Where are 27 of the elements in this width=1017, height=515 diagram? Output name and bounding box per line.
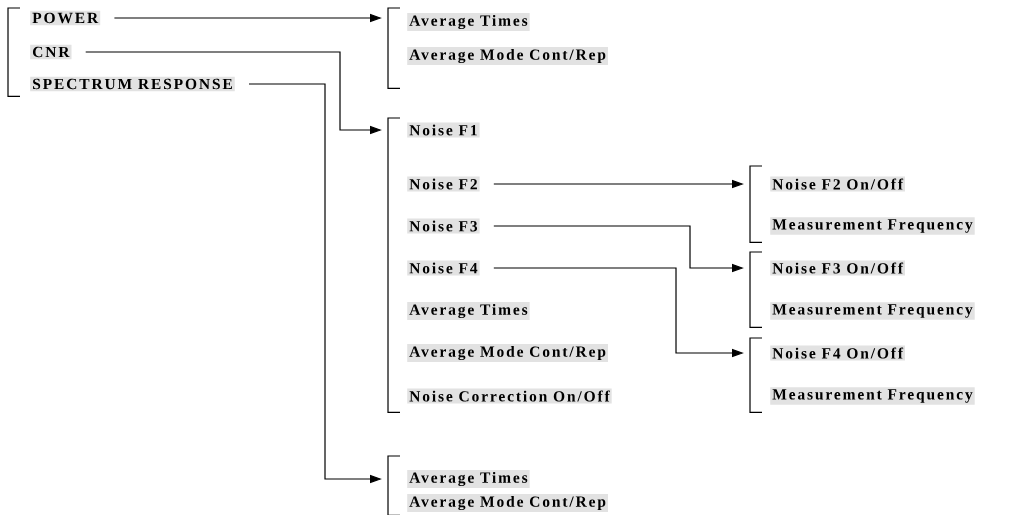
- bracket: [387, 7, 401, 89]
- bracket: [387, 455, 401, 515]
- bracket: [749, 337, 763, 413]
- menu-item: CNR: [30, 44, 72, 60]
- menu-item: SPECTRUM RESPONSE: [30, 76, 235, 92]
- menu-item: Average Mode Cont/Rep: [407, 493, 608, 513]
- menu-item: Noise F4: [407, 260, 480, 276]
- menu-item: POWER: [30, 10, 101, 26]
- menu-item: Measurement Frequency: [770, 387, 975, 405]
- menu-item: Average Times: [407, 469, 530, 489]
- menu-item: Average Mode Cont/Rep: [407, 343, 608, 363]
- bracket: [749, 165, 763, 243]
- menu-item: Average Times: [407, 12, 530, 32]
- bracket: [387, 117, 401, 413]
- bracket: [749, 251, 763, 328]
- bracket: [7, 7, 21, 97]
- menu-item: Noise Correction On/Off: [407, 388, 612, 404]
- menu-item: Noise F2 On/Off: [770, 176, 905, 192]
- menu-item: Measurement Frequency: [770, 302, 975, 320]
- menu-item: Average Times: [407, 301, 530, 321]
- menu-item: Noise F3: [407, 218, 480, 234]
- menu-item: Noise F2: [407, 176, 480, 192]
- menu-item: Noise F4 On/Off: [770, 345, 905, 361]
- menu-item: Average Mode Cont/Rep: [407, 46, 608, 66]
- menu-item: Noise F3 On/Off: [770, 260, 905, 276]
- menu-item: Measurement Frequency: [770, 217, 975, 235]
- menu-item: Noise F1: [407, 122, 480, 138]
